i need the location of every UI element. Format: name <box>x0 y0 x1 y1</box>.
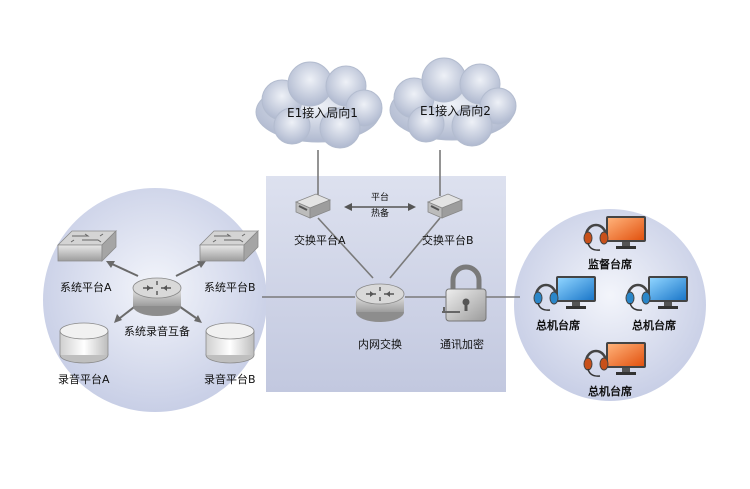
lock-icon <box>442 264 487 322</box>
hot-standby-label-2: 热备 <box>370 209 389 219</box>
recording-platform-b-label: 录音平台B <box>204 373 256 386</box>
hot-standby-arrow <box>344 203 416 211</box>
console-bottom-label: 总机台席 <box>588 385 632 398</box>
intranet-router-icon <box>355 283 405 323</box>
cloud-e1-route-2 <box>389 57 517 147</box>
recording-platform-a-icon <box>59 322 109 364</box>
backup-arrows <box>106 261 206 323</box>
console-left-label: 总机台席 <box>536 319 580 332</box>
recording-platform-b-icon <box>205 322 255 364</box>
system-platform-a-label: 系统平台A <box>60 281 112 294</box>
console-zone-circle <box>514 209 706 401</box>
hot-standby-label-1: 平台 <box>370 193 389 203</box>
cloud-1-label: E1接入局向1 <box>287 106 358 120</box>
intranet-router-label: 内网交换 <box>358 338 402 351</box>
system-platform-b-label: 系统平台B <box>204 281 256 294</box>
console-right-label: 总机台席 <box>632 319 676 332</box>
supervisor-label: 监督台席 <box>588 258 632 271</box>
recording-platform-a-label: 录音平台A <box>58 373 110 386</box>
recording-backup-label: 系统录音互备 <box>124 325 190 338</box>
switch-platform-b-label: 交换平台B <box>422 234 474 247</box>
switch-platform-a-label: 交换平台A <box>294 234 346 247</box>
encryption-label: 通讯加密 <box>440 338 484 351</box>
cloud-e1-route-1 <box>255 61 383 149</box>
cloud-2-label: E1接入局向2 <box>420 104 491 118</box>
recording-backup-router-icon <box>132 277 182 317</box>
